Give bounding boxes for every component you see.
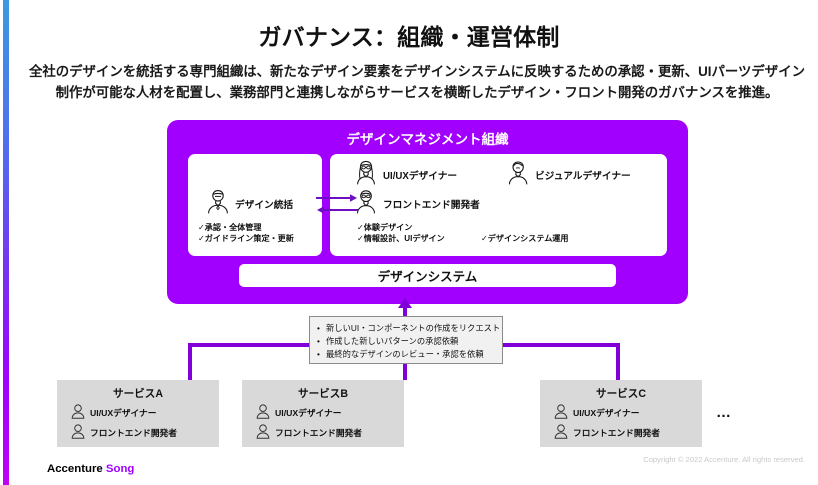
role-ui-ux-designer: UI/UXデザイナー	[354, 159, 457, 190]
service-card-c[interactable]: サービスC UI/UXデザイナー フロントエンド開発者	[540, 380, 702, 447]
design-team-check-3: ✓デザインシステム運用	[481, 234, 569, 243]
service-card-a-role-2-label: フロントエンド開発者	[90, 428, 177, 438]
person-long-hair-icon	[354, 159, 378, 190]
left-accent-bar	[3, 0, 9, 485]
connector-horizontal-left	[188, 343, 311, 347]
service-card-b-title: サービスB	[297, 388, 349, 400]
panel-title: デザインマネジメント組織	[346, 132, 509, 147]
arrow-left-icon	[317, 206, 358, 214]
design-management-panel: デザインマネジメント組織 デザイン統括 ✓承認・全体管理 ✓ガイドライン策定・更…	[167, 120, 688, 304]
page-subtitle-line-2: 制作が可能な人材を配置し、業務部門と連携しながらサービスを横断したデザイン・フロ…	[55, 84, 779, 100]
service-card-b[interactable]: サービスB UI/UXデザイナー フロントエンド開発者	[242, 380, 404, 447]
design-team-responsibilities-right: ✓デザインシステム運用	[481, 233, 568, 244]
person-outline-icon	[256, 404, 270, 421]
design-team-check-1: ✓体験デザイン	[357, 223, 413, 232]
role-frontend-developer: フロントエンド開発者	[354, 188, 480, 219]
service-card-c-role-2-label: フロントエンド開発者	[573, 428, 660, 438]
design-lead-check-1: ✓承認・全体管理	[198, 223, 262, 232]
role-design-lead-label: デザイン統括	[235, 199, 294, 211]
service-card-b-role-1: UI/UXデザイナー	[256, 404, 404, 421]
service-card-b-role-2: フロントエンド開発者	[256, 424, 404, 441]
person-outline-icon	[554, 424, 568, 441]
role-design-lead: デザイン統括	[206, 188, 293, 219]
request-callout: 新しいUI・コンポーネントの作成をリクエスト 作成した新しいパターンの承認依頼 …	[309, 316, 503, 364]
person-suit-icon	[206, 188, 230, 219]
page-subtitle: 全社のデザインを統括する専門組織は、新たなデザイン要素をデザインシステムに反映す…	[22, 62, 812, 104]
brand-logo: Accenture Song	[47, 463, 134, 475]
connector-drop-service-c	[616, 343, 620, 380]
connector-drop-service-a	[188, 343, 192, 380]
connector-callout-to-panel	[403, 306, 407, 318]
callout-item-1: 新しいUI・コンポーネントの作成をリクエスト	[317, 322, 500, 335]
design-team-box: UI/UXデザイナー ビジュアルデザイナー	[330, 154, 667, 256]
arrow-right-icon	[316, 194, 357, 202]
service-card-c-role-1: UI/UXデザイナー	[554, 404, 702, 421]
brand-song: Song	[105, 463, 135, 475]
design-lead-check-2: ✓ガイドライン策定・更新	[198, 234, 294, 244]
service-card-b-role-2-label: フロントエンド開発者	[275, 428, 362, 438]
service-card-a[interactable]: サービスA UI/UXデザイナー フロントエンド開発者	[57, 380, 219, 447]
exchange-arrows	[314, 192, 360, 223]
more-services-indicator: …	[716, 404, 732, 421]
design-lead-responsibilities: ✓承認・全体管理 ✓ガイドライン策定・更新	[198, 222, 294, 245]
person-outline-icon	[554, 404, 568, 421]
callout-item-3: 最終的なデザインのレビュー・承認を依頼	[317, 348, 498, 361]
design-team-check-2: ✓情報設計、UIデザイン	[357, 234, 445, 244]
service-card-c-role-2: フロントエンド開発者	[554, 424, 702, 441]
role-visual-designer-label: ビジュアルデザイナー	[535, 170, 631, 182]
person-outline-icon	[256, 424, 270, 441]
role-frontend-developer-label: フロントエンド開発者	[383, 199, 480, 211]
service-card-a-role-1: UI/UXデザイナー	[71, 404, 219, 421]
connector-callout-to-service-b	[403, 364, 407, 380]
design-team-responsibilities-left: ✓体験デザイン ✓情報設計、UIデザイン	[357, 222, 445, 245]
person-round-icon	[354, 188, 378, 219]
design-lead-box: デザイン統括 ✓承認・全体管理 ✓ガイドライン策定・更新	[188, 154, 322, 256]
service-card-c-role-1-label: UI/UXデザイナー	[573, 408, 640, 418]
person-short-hair-icon	[506, 159, 530, 190]
page-subtitle-line-1: 全社のデザインを統括する専門組織は、新たなデザイン要素をデザインシステムに反映す…	[29, 64, 805, 79]
service-card-a-role-1-label: UI/UXデザイナー	[90, 408, 157, 418]
connector-horizontal-right	[501, 343, 620, 347]
arrow-up-icon	[397, 297, 413, 315]
service-card-c-title: サービスC	[595, 388, 647, 400]
page-title: ガバナンス：組織・運営体制	[258, 24, 560, 50]
design-system-bar: デザインシステム	[239, 264, 616, 287]
person-outline-icon	[71, 424, 85, 441]
brand-accenture: Accenture	[47, 463, 103, 475]
service-card-a-title: サービスA	[112, 388, 164, 400]
service-card-b-role-1-label: UI/UXデザイナー	[275, 408, 342, 418]
role-visual-designer: ビジュアルデザイナー	[506, 159, 631, 190]
copyright-text: Copyright © 2022 Accenture. All rights r…	[643, 455, 805, 464]
person-outline-icon	[71, 404, 85, 421]
service-card-a-role-2: フロントエンド開発者	[71, 424, 219, 441]
callout-item-2: 作成した新しいパターンの承認依頼	[317, 335, 498, 348]
role-ui-ux-designer-label: UI/UXデザイナー	[383, 170, 458, 182]
